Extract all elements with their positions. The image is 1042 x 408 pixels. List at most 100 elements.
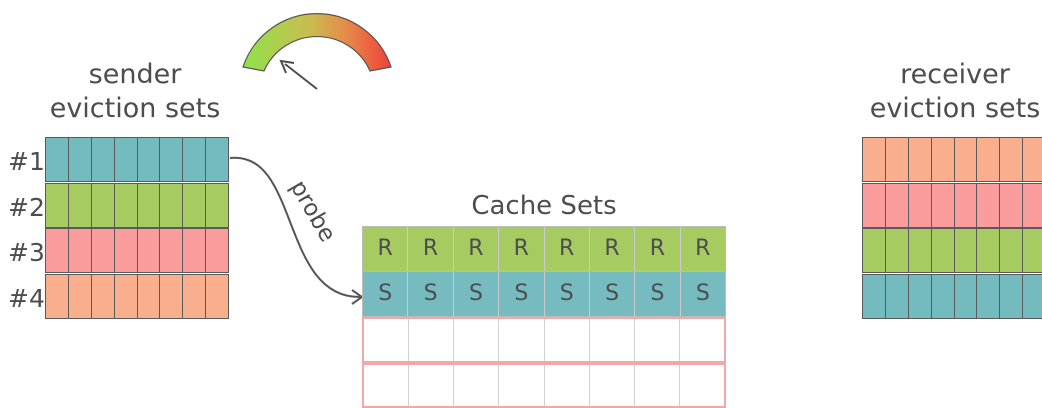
cache-way	[409, 364, 455, 406]
receiver-eviction-set-4	[862, 274, 1042, 319]
cache-line	[69, 184, 92, 227]
cache-line	[160, 229, 184, 272]
cache-way: R	[635, 227, 681, 271]
cache-line	[160, 138, 184, 181]
cache-line	[977, 229, 1001, 272]
cache-way: R	[545, 227, 590, 271]
cache-line	[46, 229, 69, 272]
cache-line	[138, 229, 161, 272]
cache-line	[863, 275, 886, 318]
sender-row-label-1: #1	[8, 147, 45, 176]
cache-way: S	[590, 271, 636, 316]
cache-line	[206, 275, 228, 318]
cache-way	[454, 364, 500, 406]
cache-line	[909, 184, 932, 227]
cache-way: R	[590, 227, 636, 271]
cache-line	[909, 138, 932, 181]
cache-line	[115, 184, 138, 227]
cache-way: S	[695, 281, 710, 307]
cache-line	[1000, 229, 1024, 272]
cache-line	[1000, 184, 1024, 227]
cache-line	[115, 229, 138, 272]
cache-line	[160, 275, 184, 318]
cache-line	[955, 184, 978, 227]
cache-way	[454, 319, 500, 361]
cache-line	[183, 275, 207, 318]
cache-way: S	[635, 271, 681, 316]
cache-line	[1023, 184, 1042, 227]
cache-set-row-3	[362, 317, 726, 363]
receiver-title-line2: eviction sets	[869, 93, 1041, 124]
cache-line	[886, 229, 909, 272]
cache-line	[886, 275, 909, 318]
cache-way	[680, 365, 724, 407]
cache-way	[680, 319, 724, 361]
probe-label: probe	[285, 176, 341, 246]
cache-way: R	[454, 227, 500, 271]
cache-line	[206, 184, 228, 227]
cache-way	[635, 319, 680, 361]
sender-title-line1: sender	[88, 59, 182, 90]
sender-eviction-set-1	[45, 137, 229, 182]
cache-line	[886, 138, 909, 181]
cache-line	[46, 138, 69, 181]
cache-way: S	[454, 271, 500, 316]
cache-way	[499, 364, 545, 406]
cache-line	[115, 138, 138, 181]
cache-line	[932, 138, 955, 181]
cache-way	[499, 319, 545, 361]
cache-line	[206, 229, 228, 272]
cache-line	[1023, 138, 1042, 181]
cache-way: S	[408, 271, 454, 316]
cache-way	[545, 364, 590, 406]
cache-line	[46, 275, 69, 318]
cache-line	[1023, 229, 1042, 272]
cache-way: S	[363, 271, 409, 316]
cache-line	[183, 184, 207, 227]
gauge-needle-arrow	[279, 59, 318, 90]
cache-line	[92, 138, 115, 181]
cache-line	[955, 138, 978, 181]
sender-row-label-3: #3	[8, 238, 45, 267]
cache-line	[138, 138, 161, 181]
cache-line	[955, 275, 978, 318]
cache-way	[364, 364, 410, 406]
cache-line	[1000, 138, 1024, 181]
cache-way	[590, 364, 635, 406]
cache-line	[977, 184, 1001, 227]
cache-line	[955, 229, 978, 272]
cache-way	[364, 319, 410, 361]
cache-way	[545, 319, 590, 361]
cache-way: S	[499, 271, 545, 316]
cache-line	[909, 275, 932, 318]
cache-way	[409, 319, 455, 361]
cache-line	[92, 275, 115, 318]
cache-line	[1000, 275, 1024, 318]
cache-line	[863, 184, 886, 227]
cache-line	[206, 138, 228, 181]
cache-line	[183, 229, 207, 272]
latency-gauge	[242, 13, 392, 72]
cache-line	[115, 275, 138, 318]
cache-way	[635, 364, 680, 406]
cache-line	[863, 229, 886, 272]
cache-line	[909, 229, 932, 272]
gauge-arc	[242, 13, 392, 72]
sender-eviction-set-2	[45, 183, 229, 228]
cache-line	[886, 184, 909, 227]
cache-line	[160, 184, 184, 227]
sender-row-label-2: #2	[8, 193, 45, 222]
cache-set-row-4	[362, 362, 726, 408]
cache-line	[932, 229, 955, 272]
sender-title-line2: eviction sets	[49, 93, 221, 124]
receiver-title: receiver eviction sets	[860, 58, 1042, 126]
cache-way: S	[545, 271, 590, 316]
receiver-eviction-set-2	[862, 183, 1042, 228]
sender-title: sender eviction sets	[40, 58, 230, 126]
cache-line	[977, 275, 1001, 318]
cache-line	[69, 275, 92, 318]
cache-way: R	[363, 227, 409, 271]
